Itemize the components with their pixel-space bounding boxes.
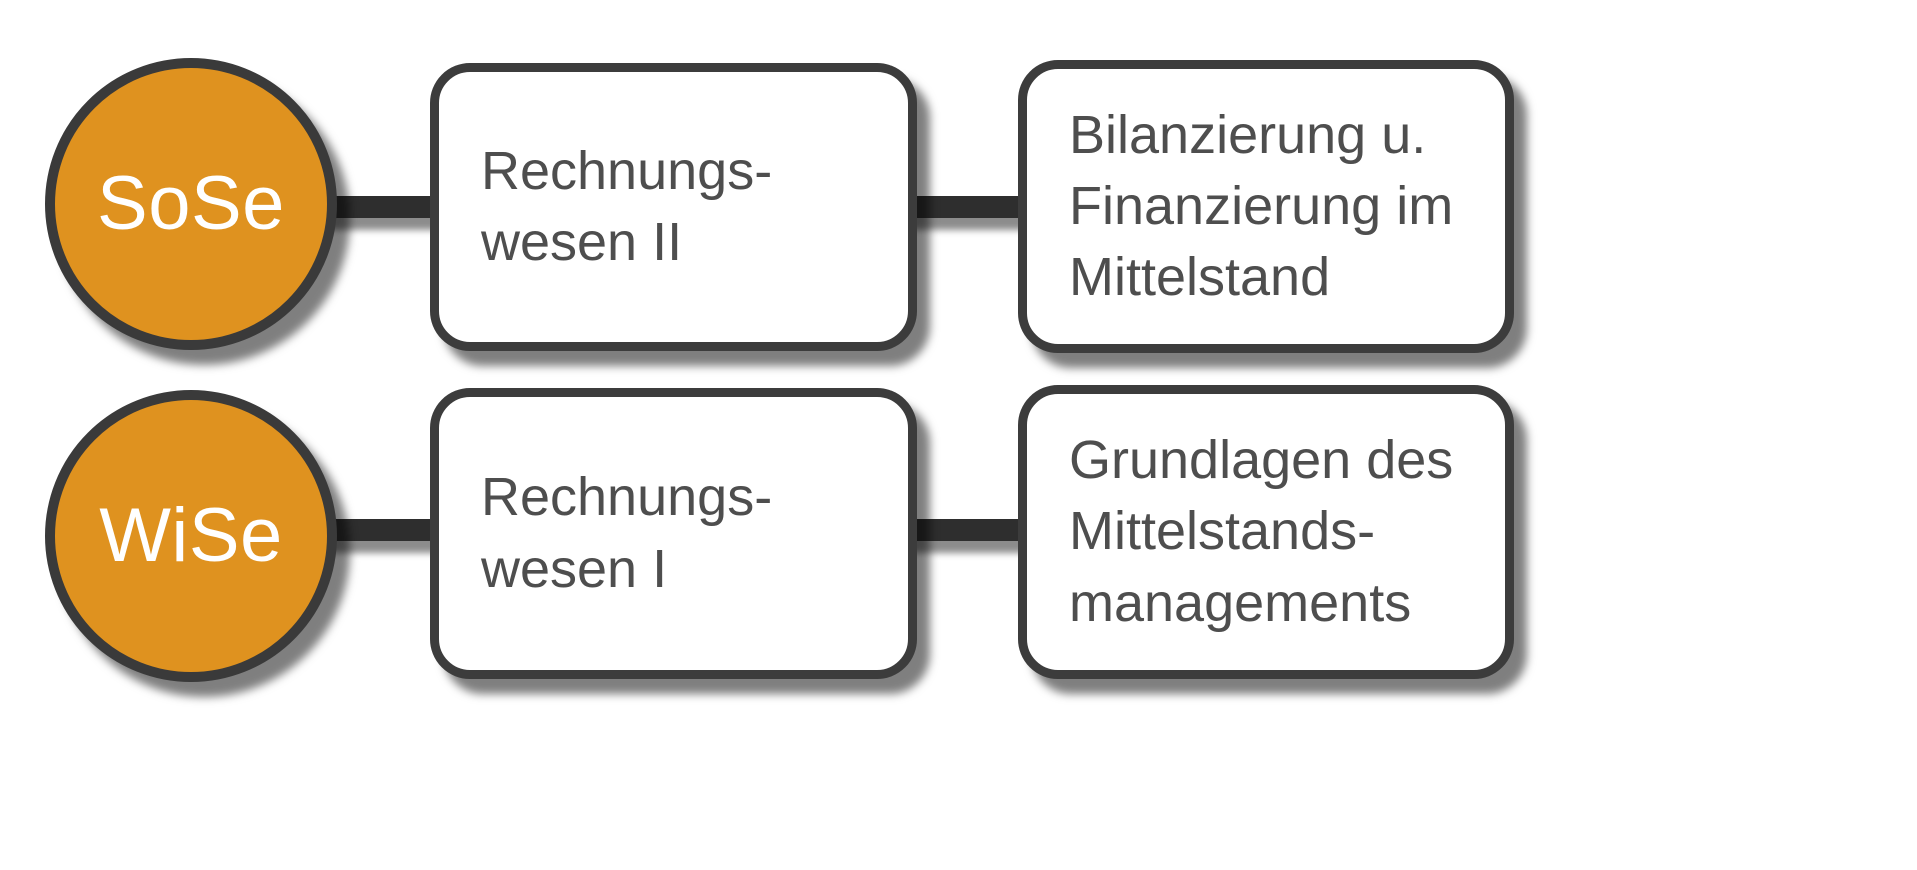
connector-course1-to-module1 <box>890 196 1045 218</box>
module-node-bilanzierung-finanzierung: Bilanzierung u. Finanzierung im Mittelst… <box>1018 60 1514 353</box>
semester-node-wise: WiSe <box>45 390 337 682</box>
course-node-rechnungswesen-1: Rechnungs- wesen I <box>430 388 917 679</box>
module-label-bilanzierung-finanzierung: Bilanzierung u. Finanzierung im Mittelst… <box>1069 104 1454 308</box>
semester-label-wise: WiSe <box>99 493 283 578</box>
module-label-grundlagen-mittelstandsmanagement: Grundlagen des Mittelstands- managements <box>1069 430 1454 633</box>
course-node-rechnungswesen-2: Rechnungs- wesen II <box>430 63 917 351</box>
course-label-rechnungswesen-1: Rechnungs- wesen I <box>481 467 773 599</box>
connector-course2-to-module2 <box>890 519 1045 541</box>
connector-wise-to-course <box>315 519 455 541</box>
module-node-grundlagen-mittelstandsmanagement: Grundlagen des Mittelstands- managements <box>1018 385 1514 679</box>
course-label-rechnungswesen-2: Rechnungs- wesen II <box>481 140 773 272</box>
semester-label-sose: SoSe <box>97 161 285 246</box>
connector-sose-to-course <box>315 196 455 218</box>
semester-node-sose: SoSe <box>45 58 337 350</box>
